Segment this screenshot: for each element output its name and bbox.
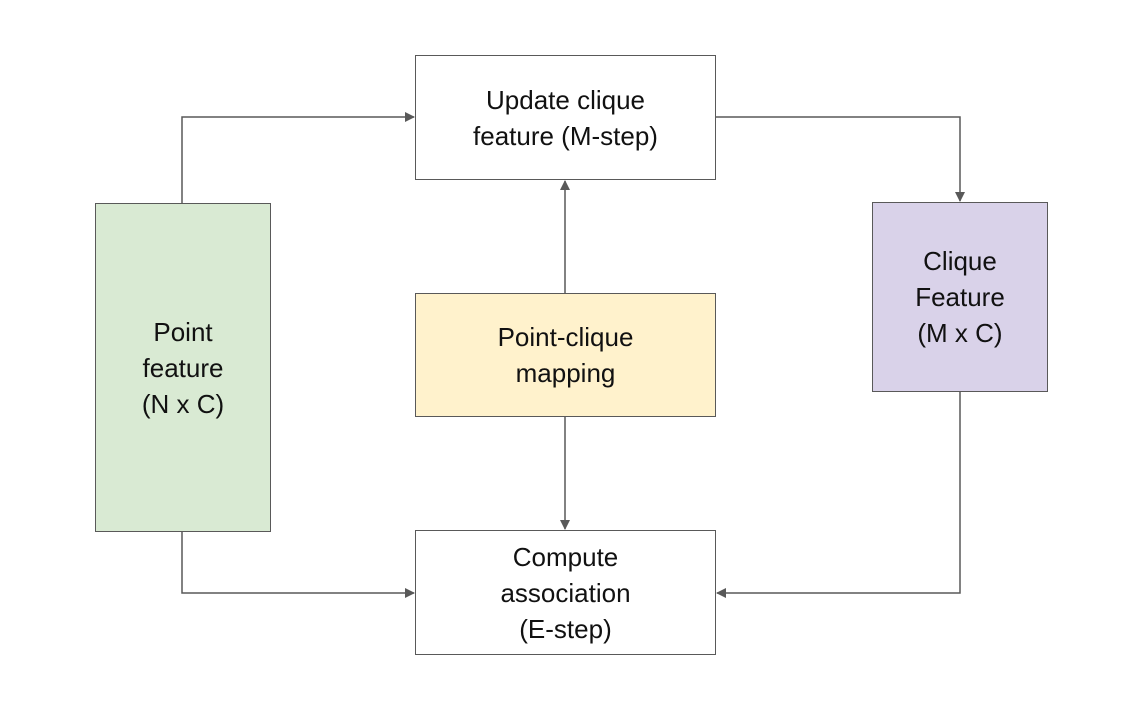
node-point-feature: Point feature (N x C) [95,203,271,532]
node-label-line: (M x C) [917,318,1003,348]
edge-update-to-clique [715,116,965,202]
node-label-line: Feature [915,282,1005,312]
node-label-line: Clique [923,246,997,276]
node-point-clique-mapping: Point-clique mapping [415,293,716,417]
node-label-line: mapping [515,358,616,388]
edge-point-to-update [181,112,415,203]
node-clique-feature: Clique Feature (M x C) [872,202,1048,392]
node-compute-association: Compute association (E-step) [415,530,716,655]
edge-point-to-association [181,531,415,598]
node-label-line: association [500,577,631,608]
node-label-line: feature (M-step) [473,120,658,151]
node-label-line: Point-clique [497,322,634,352]
node-label-line: Point [153,316,213,347]
edge-clique-to-association [716,392,961,598]
node-label-line: (E-step) [519,613,612,644]
node-label-line: feature [142,352,224,383]
node-label-line: (N x C) [141,388,225,419]
node-label-line: Compute [512,541,619,572]
node-update-clique-feature: Update clique feature (M-step) [415,55,716,180]
node-label-line: Update clique [486,84,645,115]
